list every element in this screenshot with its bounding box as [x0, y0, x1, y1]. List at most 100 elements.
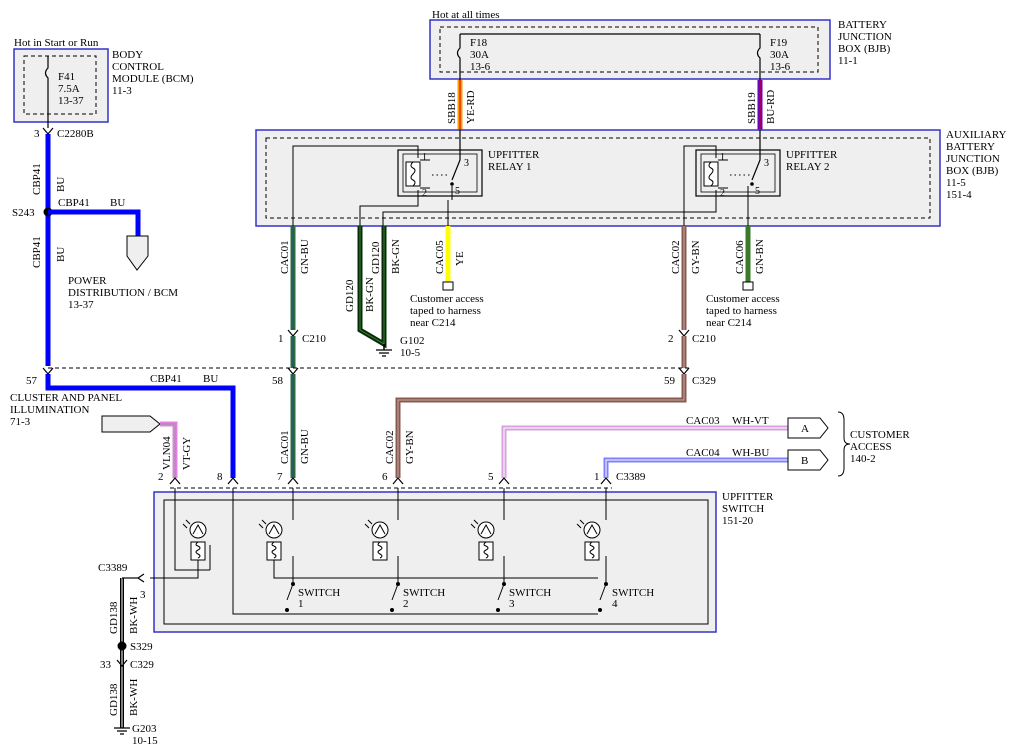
- c329-ground-pin: 33: [100, 659, 112, 671]
- svg-text:BK-WH: BK-WH: [128, 597, 140, 634]
- c210-pin-1: 1: [278, 333, 284, 345]
- cbp41-lower-name: CBP41: [150, 373, 182, 385]
- cbp41-branch-wire: [48, 209, 141, 236]
- svg-text:SBB19: SBB19: [746, 92, 758, 124]
- svg-text:5: 5: [455, 186, 460, 197]
- f19-fuse-symbol: [756, 34, 761, 100]
- f19-page: 13-6: [770, 61, 791, 73]
- c3389-ground-pin: 3: [140, 589, 146, 601]
- switch-pin-8: 8: [217, 471, 223, 483]
- svg-text:3: 3: [464, 158, 469, 169]
- switch-pin-6: 6: [382, 471, 388, 483]
- svg-text:3: 3: [764, 158, 769, 169]
- cbp41-lower-color: BU: [203, 373, 218, 385]
- svg-text:5: 5: [755, 186, 760, 197]
- gd120-label-left: GD120 BK-GN: [344, 277, 376, 312]
- customer-access-bracket: [837, 411, 851, 477]
- c3389-connector-symbols: [169, 477, 612, 485]
- relay1-coil-ground: [359, 190, 419, 226]
- battery-junction-box: [429, 19, 831, 80]
- switch-1-number: 1: [298, 598, 304, 610]
- svg-text:CAC01: CAC01: [279, 430, 291, 464]
- switch-4-number: 4: [612, 598, 618, 610]
- cust-access-2-line3: near C214: [706, 317, 752, 329]
- switch-4-word: SWITCH: [612, 587, 654, 599]
- switch-box-label-3: 151-20: [722, 515, 754, 527]
- cbp41-lower-label: CBP41 BU: [31, 236, 67, 268]
- c3389-ground-label: C3389: [98, 562, 128, 574]
- cac01-lower-label: CAC01 GN-BU: [279, 429, 311, 464]
- f18-amp: 30A: [470, 49, 489, 61]
- switch-2-contact: [390, 582, 400, 612]
- cac05-label: CAC05 YE: [434, 240, 466, 274]
- gd120-label-right: GD120 BK-GN: [370, 239, 402, 274]
- g102-label: G102: [400, 335, 424, 347]
- c329-ground-label: C329: [130, 659, 154, 671]
- cluster-label-1: CLUSTER AND PANEL: [10, 392, 122, 404]
- power-dist-label-1: POWER: [68, 275, 107, 287]
- f41-amp: 7.5A: [58, 83, 80, 95]
- cac03-stripe: [503, 427, 788, 478]
- aux-label-1: AUXILIARY: [946, 129, 1007, 141]
- relay1-label-1: UPFITTER: [488, 149, 540, 161]
- g203-page: 10-15: [132, 735, 158, 747]
- svg-text:BU-RD: BU-RD: [765, 90, 777, 124]
- bcm-page: 11-3: [112, 85, 132, 97]
- svg-text:BK-GN: BK-GN: [390, 239, 402, 274]
- vln04-stripe: [160, 423, 176, 478]
- switch-pin-5: 5: [488, 471, 494, 483]
- svg-text:1: 1: [720, 152, 725, 163]
- cust-access-2-line2: taped to harness: [706, 305, 777, 317]
- c329-label: C329: [692, 375, 716, 387]
- upfitter-relay-2: 1 2 3 5: [695, 130, 781, 199]
- svg-text:GN-BU: GN-BU: [299, 429, 311, 464]
- switch-4-contact: [598, 582, 608, 612]
- c2280b-connector-symbol: [42, 127, 54, 135]
- bcm-box: [13, 48, 109, 123]
- customer-access-label-1: CUSTOMER: [850, 429, 910, 441]
- connector-a-label: A: [801, 423, 809, 435]
- cbp41-branch-label: CBP41: [58, 197, 90, 209]
- power-dist-label-2: DISTRIBUTION / BCM: [68, 287, 178, 299]
- c329-connector-symbols: [42, 367, 690, 375]
- svg-text:2: 2: [720, 188, 725, 199]
- cac05-terminal: [442, 281, 454, 291]
- svg-text:BK-GN: BK-GN: [364, 277, 376, 312]
- cac02-lower-stripe: [397, 374, 685, 478]
- svg-text:GN-BU: GN-BU: [299, 239, 311, 274]
- cust-access-1-line1: Customer access: [410, 293, 484, 305]
- connector-b-label: B: [801, 455, 808, 467]
- relay2-label-1: UPFITTER: [786, 149, 838, 161]
- customer-access-label-2: ACCESS: [850, 441, 892, 453]
- power-dist-label-3: 13-37: [68, 299, 94, 311]
- f18-page: 13-6: [470, 61, 491, 73]
- cac06-label: CAC06 GN-BN: [734, 239, 766, 274]
- cac03-color: WH-VT: [732, 415, 769, 427]
- cac04-color: WH-BU: [732, 447, 769, 459]
- customer-access-label-3: 140-2: [850, 453, 876, 465]
- c3389-label: C3389: [616, 471, 646, 483]
- svg-text:GY-BN: GY-BN: [404, 430, 416, 464]
- cluster-label-3: 71-3: [10, 416, 31, 428]
- cbp41-branch-color: BU: [110, 197, 125, 209]
- g203-label: G203: [132, 723, 157, 735]
- sbb18-label: SBB18 YE-RD: [446, 90, 477, 124]
- aux-label-5: 11-5: [946, 177, 966, 189]
- svg-text:CAC05: CAC05: [434, 240, 446, 274]
- upfitter-switch-inner-box: [163, 499, 709, 625]
- cac02-upper-label: CAC02 GY-BN: [670, 240, 702, 274]
- switch-pin-1: 1: [594, 471, 600, 483]
- f41-page: 13-37: [58, 95, 84, 107]
- cust-access-1-line2: taped to harness: [410, 305, 481, 317]
- sbb19-label: SBB19 BU-RD: [746, 90, 777, 124]
- cluster-connector: [101, 415, 161, 433]
- svg-text:VT-GY: VT-GY: [181, 437, 193, 470]
- cac04-label: CAC04: [686, 447, 720, 459]
- bcm-label-2: CONTROL: [112, 61, 164, 73]
- aux-label-3: JUNCTION: [946, 153, 1000, 165]
- upfitter-switch-box: [153, 491, 717, 633]
- hot-start-run-label: Hot in Start or Run: [14, 37, 99, 49]
- switch-3-number: 3: [509, 598, 515, 610]
- switch-1-lamp-unit: [258, 519, 283, 561]
